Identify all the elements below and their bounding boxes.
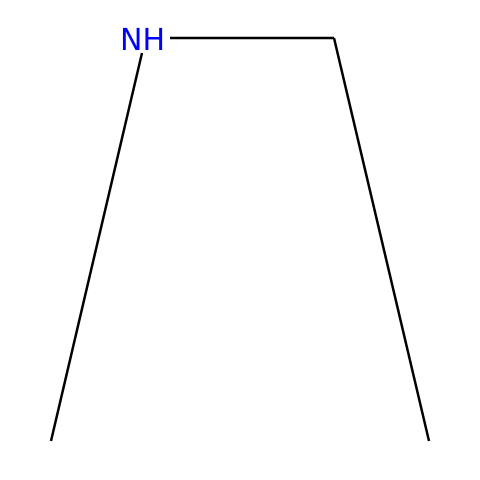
atom-label-nitrogen: NH xyxy=(120,23,165,58)
bond-methyl-to-nitrogen xyxy=(49,52,144,442)
bond-methylene-to-methyl xyxy=(332,37,431,442)
